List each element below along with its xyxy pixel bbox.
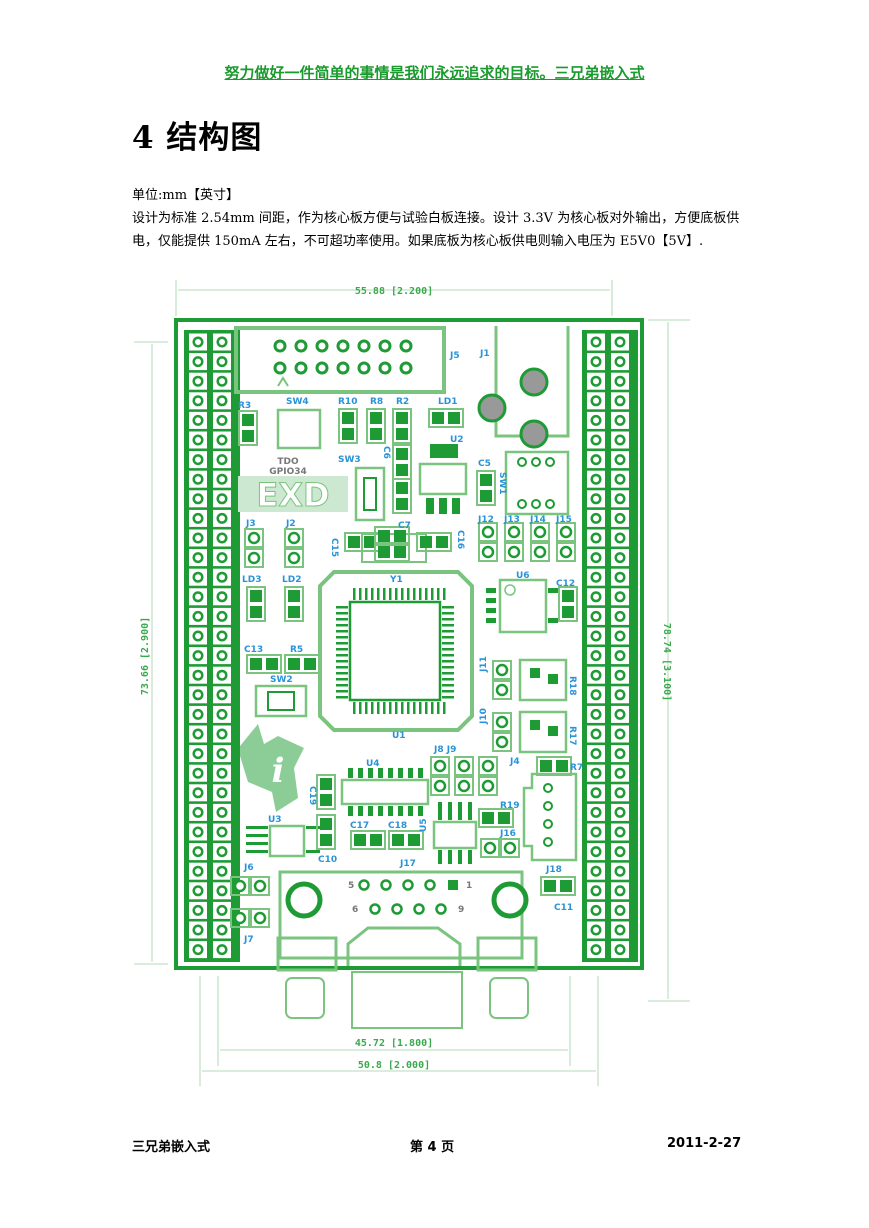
label-u3: U3 — [268, 815, 282, 825]
u4-pins — [348, 768, 423, 816]
page-header-slogan: 努力做好一件简单的事情是我们永远追求的目标。三兄弟嵌入式 — [224, 64, 645, 82]
dim-right: 78.74 [3.100] — [661, 623, 672, 701]
label-y1: Y1 — [389, 575, 403, 585]
exd-logo: EXD — [256, 476, 329, 514]
board-outline — [174, 318, 644, 970]
label-u4: U4 — [366, 759, 380, 769]
label-j11: J11 — [479, 656, 489, 673]
label-u5: U5 — [419, 818, 429, 832]
label-j5: J5 — [449, 351, 460, 361]
dim-left: 73.66 [2.900] — [140, 617, 151, 695]
section-body: 单位:mm【英寸】 设计为标准 2.54mm 间距，作为核心板方便与试验白板连接… — [132, 184, 752, 253]
label-j2: J2 — [285, 519, 296, 529]
description-paragraph: 设计为标准 2.54mm 间距，作为核心板方便与试验白板连接。设计 3.3V 为… — [132, 211, 740, 249]
label-r8: R8 — [370, 397, 383, 407]
label-j7: J7 — [243, 935, 254, 945]
silk-tdo: TDO — [277, 457, 299, 467]
label-c11: C11 — [554, 903, 573, 913]
label-pin6: 6 — [352, 905, 358, 915]
label-r18: R18 — [567, 676, 577, 695]
label-c12: C12 — [556, 579, 575, 589]
label-j16: J16 — [499, 829, 516, 839]
component-labels: J5 J1 R3 SW4 R10 R8 R2 LD1 U2 C6 SW3 C5 … — [238, 349, 583, 945]
section-title: 4 结构图 — [132, 120, 263, 156]
label-j1: J1 — [479, 349, 490, 359]
j17-db9-outline — [278, 870, 524, 960]
label-r10: R10 — [338, 397, 357, 407]
label-ld2: LD2 — [282, 575, 301, 585]
label-j10: J10 — [479, 708, 489, 725]
u1-mcu-outline — [318, 570, 474, 732]
label-j14: J14 — [529, 515, 546, 525]
label-j12: J12 — [477, 515, 494, 525]
label-r2: R2 — [396, 397, 409, 407]
label-r17: R17 — [567, 726, 577, 745]
label-c13: C13 — [244, 645, 263, 655]
label-j8-j9: J8 J9 — [433, 745, 456, 755]
label-j18: J18 — [545, 865, 562, 875]
label-c16: C16 — [455, 530, 465, 549]
footer-date: 2011-2-27 — [667, 1136, 742, 1151]
label-j13: J13 — [503, 515, 520, 525]
label-ld1: LD1 — [438, 397, 457, 407]
svg-text:i: i — [272, 751, 285, 791]
label-pin5: 5 — [348, 881, 354, 891]
label-j4: J4 — [509, 757, 520, 767]
pcb-drawing: 55.88 [2.200] 73.66 [2.900] 78.74 [3.100… — [134, 280, 690, 1086]
j5-connector — [234, 326, 446, 394]
label-c6: C6 — [381, 446, 391, 459]
label-c19: C19 — [307, 786, 317, 805]
label-r19: R19 — [500, 801, 519, 811]
label-c15: C15 — [329, 538, 339, 557]
footer-company: 三兄弟嵌入式 — [132, 1140, 211, 1155]
ti-logo — [240, 724, 304, 812]
footer-page-number: 第 4 页 — [410, 1140, 455, 1155]
label-sw4: SW4 — [286, 397, 309, 407]
left-pin-header — [184, 330, 240, 962]
label-sw2: SW2 — [270, 675, 293, 685]
label-u1: U1 — [392, 731, 406, 741]
dim-bottom-1: 45.72 [1.800] — [355, 1038, 433, 1049]
label-j3: J3 — [245, 519, 256, 529]
label-sw1: SW1 — [497, 472, 507, 495]
label-ld3: LD3 — [242, 575, 261, 585]
label-pin9: 9 — [458, 905, 464, 915]
label-c17: C17 — [350, 821, 369, 831]
label-c18: C18 — [388, 821, 407, 831]
right-pin-header — [582, 330, 638, 962]
label-r3: R3 — [238, 401, 251, 411]
label-u6: U6 — [516, 571, 530, 581]
label-j17: J17 — [399, 859, 416, 869]
label-r5: R5 — [290, 645, 303, 655]
label-j15: J15 — [555, 515, 572, 525]
label-c7: C7 — [398, 521, 411, 531]
label-r7: R7 — [570, 763, 583, 773]
silk-gpio34: GPIO34 — [269, 467, 307, 477]
smd-pads — [230, 408, 578, 928]
dim-bottom-2: 50.8 [2.000] — [358, 1060, 430, 1071]
label-pin1: 1 — [466, 881, 472, 891]
label-j6: J6 — [243, 863, 254, 873]
j5-pins — [273, 339, 413, 375]
label-c10: C10 — [318, 855, 337, 865]
unit-line: 单位:mm【英寸】 — [132, 188, 240, 203]
label-sw3: SW3 — [338, 455, 361, 465]
dimension-lines — [134, 280, 690, 1086]
label-c5: C5 — [478, 459, 491, 469]
u1-mcu-pins — [336, 588, 454, 714]
pcb-structure-figure: 55.88 [2.200] 73.66 [2.900] 78.74 [3.100… — [128, 276, 694, 1106]
label-u2: U2 — [450, 435, 464, 445]
dim-top: 55.88 [2.200] — [355, 286, 433, 297]
